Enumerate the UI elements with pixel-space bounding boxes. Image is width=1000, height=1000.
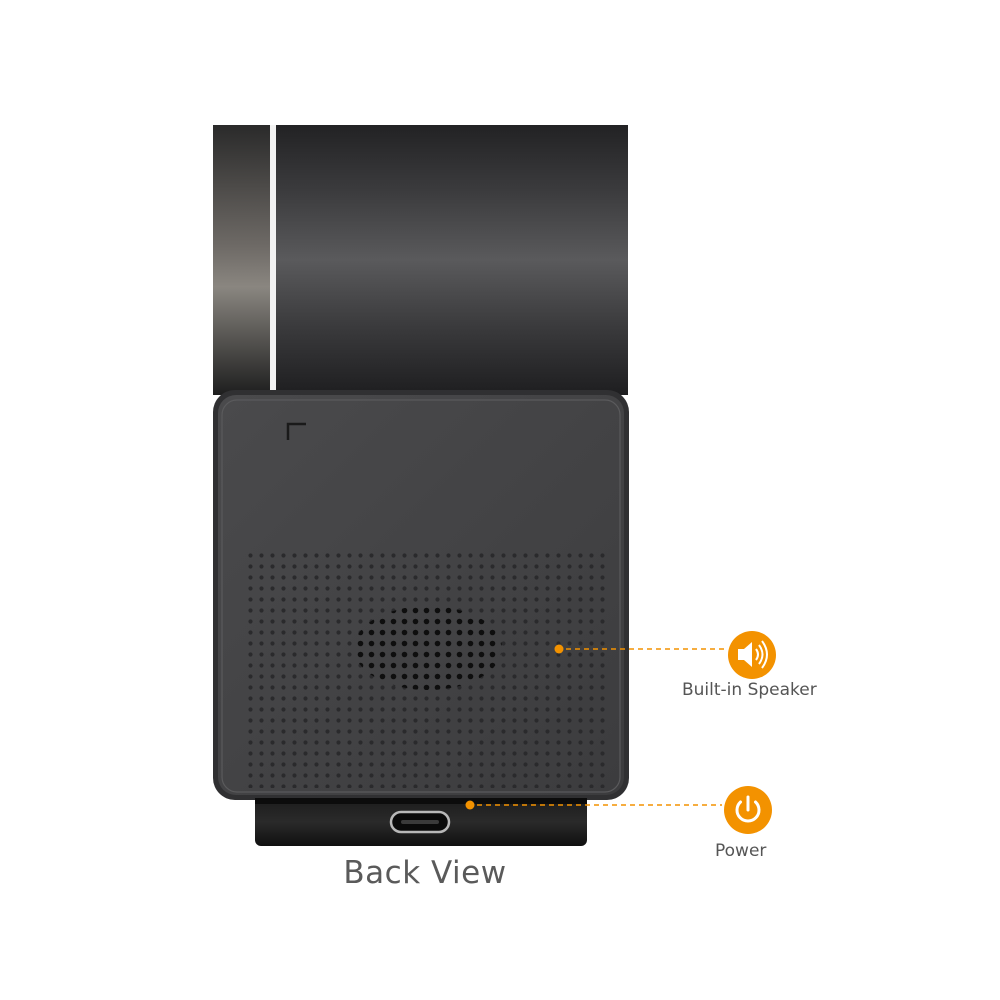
power-label: Power: [715, 841, 767, 861]
speaker-label: Built-in Speaker: [682, 680, 817, 700]
speaker-callout: [554, 631, 776, 679]
view-caption: Back View: [343, 855, 507, 891]
power-callout: [465, 786, 772, 834]
speaker-grille: [245, 550, 610, 788]
base-ring: [255, 798, 587, 846]
camera-head: [213, 125, 628, 395]
